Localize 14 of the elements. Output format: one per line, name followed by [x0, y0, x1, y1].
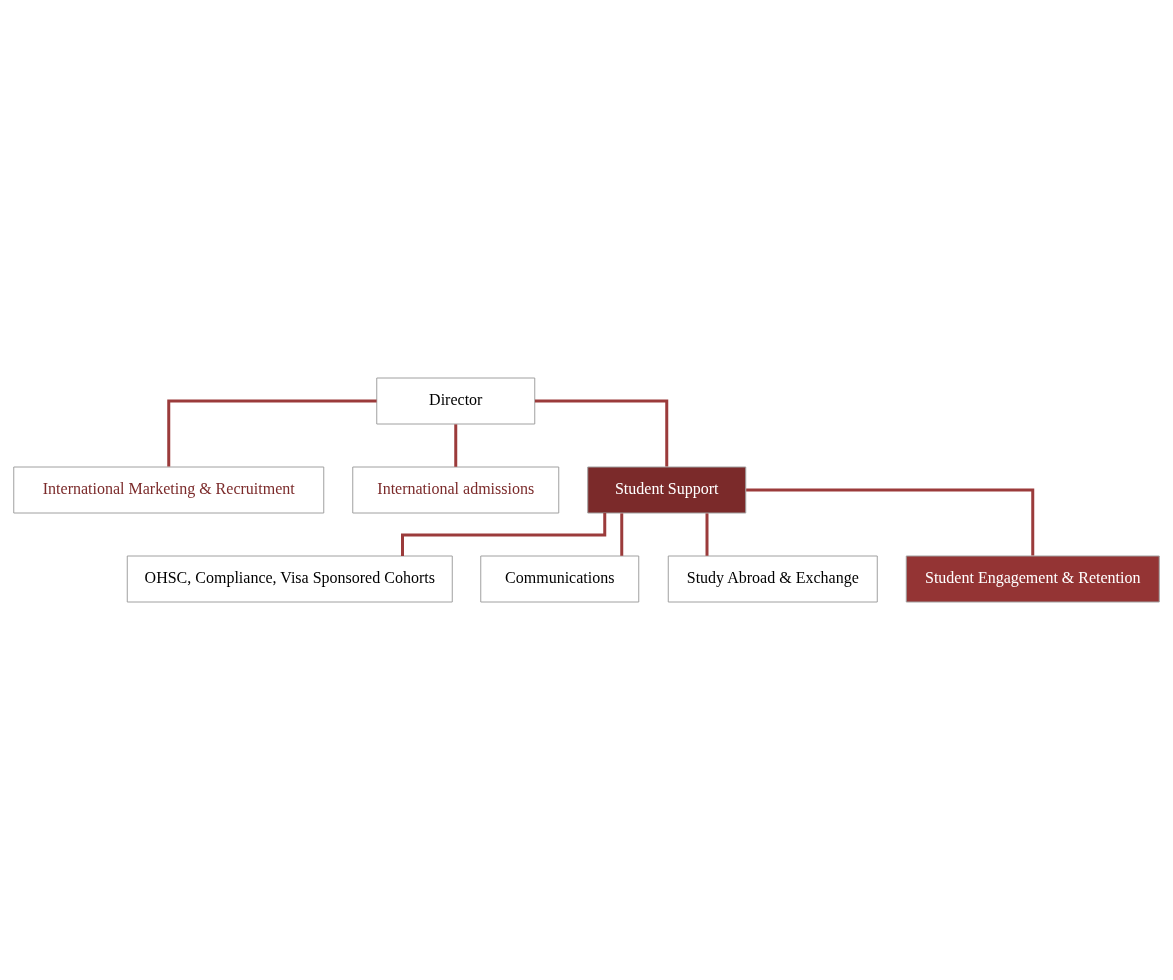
node-box: Director	[376, 377, 536, 425]
node-box: OHSC, Compliance, Visa Sponsored Cohorts	[126, 555, 453, 603]
node-box: Communications	[480, 555, 640, 603]
connector	[746, 488, 1035, 556]
connector	[454, 424, 458, 467]
connector	[705, 513, 709, 556]
node-box: Student Support	[587, 466, 747, 514]
connector	[534, 399, 669, 467]
node-box: International Marketing & Recruitment	[13, 466, 325, 514]
node-box: Study Abroad & Exchange	[667, 555, 878, 603]
connector	[167, 399, 377, 467]
node-box: International admissions	[352, 466, 560, 514]
connector	[620, 513, 624, 556]
node-box: Student Engagement & Retention	[905, 555, 1160, 603]
